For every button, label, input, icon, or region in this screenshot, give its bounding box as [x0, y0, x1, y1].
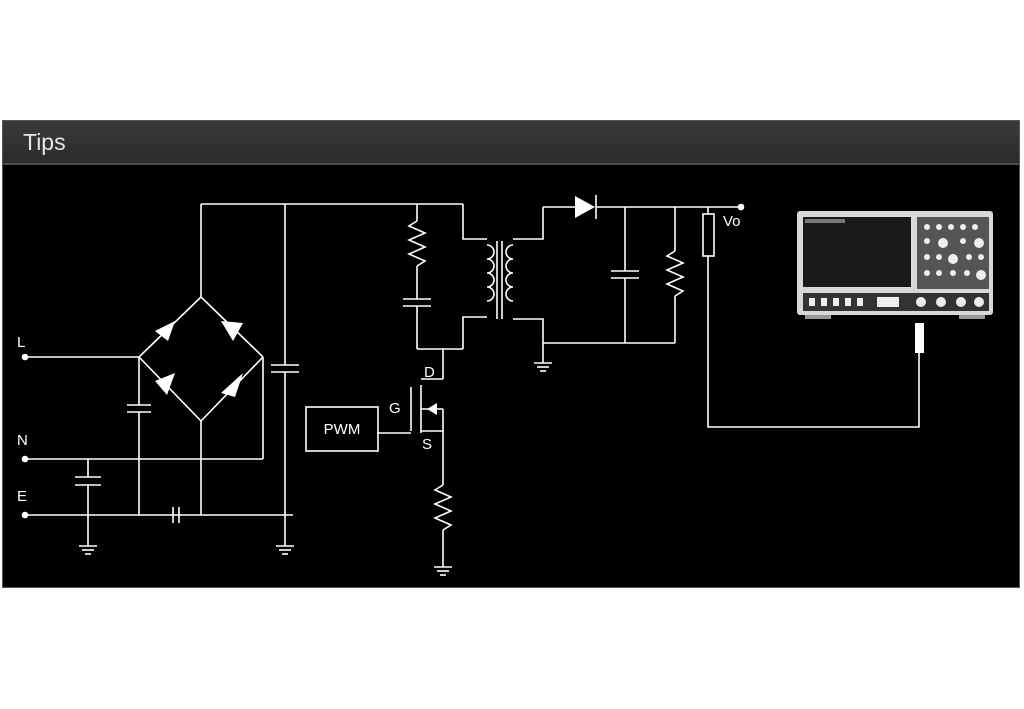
pwm-controller: PWM — [305, 406, 379, 452]
label-vo: Vo — [723, 213, 741, 230]
diode-icon — [575, 196, 595, 218]
label-gate: G — [389, 400, 401, 417]
label-drain: D — [424, 364, 435, 381]
bridge-rectifier-icon — [138, 204, 264, 515]
input-wiring — [25, 356, 293, 555]
secondary-circuit: Vo — [534, 195, 745, 372]
snubber — [403, 204, 463, 350]
dc-bus — [201, 203, 463, 555]
probe-icon — [702, 207, 924, 428]
label-n: N — [17, 432, 28, 449]
tips-panel: Tips L N E — [2, 120, 1020, 588]
label-e: E — [17, 488, 27, 505]
transformer-icon — [462, 204, 544, 349]
label-source: S — [422, 436, 432, 453]
tips-titlebar: Tips — [3, 121, 1019, 165]
tips-title: Tips — [23, 129, 66, 155]
flyback-schematic: L N E — [17, 195, 993, 576]
oscilloscope-icon — [797, 211, 993, 319]
input-terminals: L N E — [17, 334, 29, 519]
label-l: L — [17, 334, 25, 351]
pwm-label: PWM — [324, 421, 361, 438]
mosfet-icon: G D S — [377, 349, 453, 576]
